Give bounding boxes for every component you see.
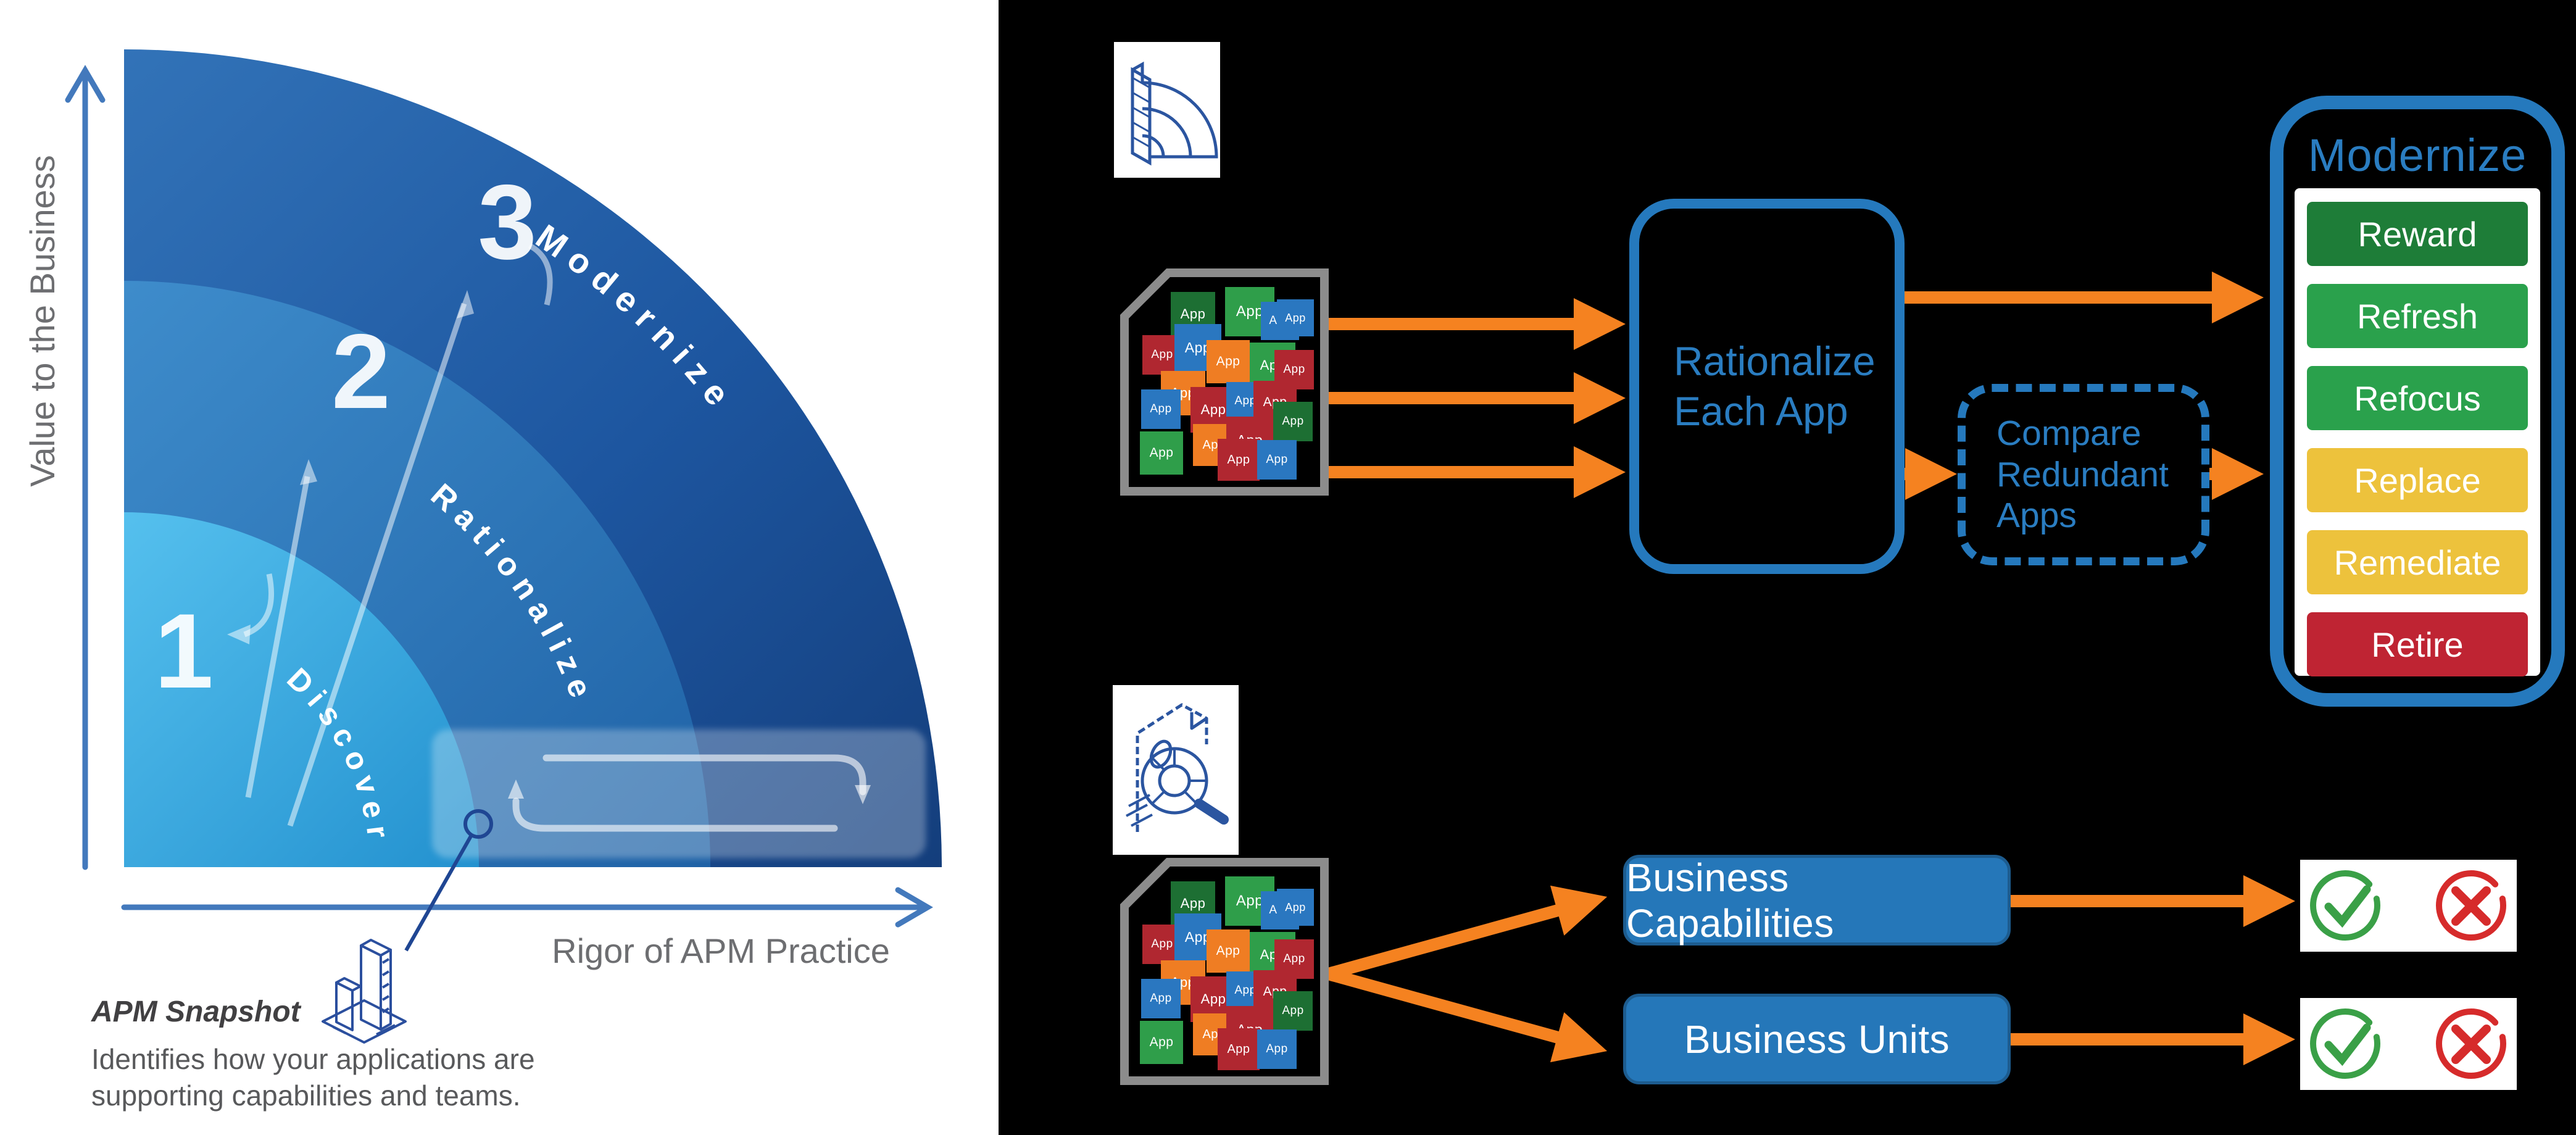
modernize-action-retire: Retire (2307, 612, 2528, 676)
rationalize-line1: Rationalize (1674, 338, 1876, 385)
level-number-2: 2 (331, 312, 391, 431)
apm-snapshot-description-line2: supporting capabilities and teams. (91, 1079, 521, 1112)
app-tile: App (1273, 402, 1313, 441)
compare-redundant-apps-box: Compare Redundant Apps (1958, 384, 2209, 565)
apm-snapshot-report-icon (1113, 685, 1239, 855)
capabilities-assessment-result (2300, 860, 2517, 952)
business-units-box: Business Units (1623, 994, 2011, 1084)
y-axis-label: Value to the Business (23, 155, 62, 487)
app-tile: App (1277, 299, 1314, 336)
building-icon (322, 939, 407, 1044)
modernize-panel-title: Modernize (2308, 130, 2527, 181)
level-number-3: 3 (478, 163, 537, 281)
level-number-1: 1 (154, 592, 214, 710)
app-tile: App (1141, 389, 1181, 429)
modernize-action-replace: Replace (2307, 448, 2528, 512)
portfolio-frame (1120, 268, 1329, 496)
portfolio-frame (1120, 858, 1329, 1085)
compare-line2: Redundant (1996, 454, 2169, 494)
apm-maturity-rings-icon (1114, 42, 1220, 178)
app-tile: App (1218, 1028, 1260, 1070)
modernize-action-label: Remediate (2333, 543, 2501, 582)
modernize-action-label: Retire (2371, 625, 2464, 664)
apm-snapshot-description-line1: Identifies how your applications are (91, 1043, 535, 1075)
x-axis (121, 887, 933, 928)
modernize-action-label: Reward (2358, 214, 2477, 254)
maturity-rings (124, 49, 942, 867)
check-circle-icon (2310, 1008, 2380, 1079)
x-axis-label: Rigor of APM Practice (552, 931, 890, 970)
app-tile: App (1207, 340, 1250, 383)
ring-discover (124, 512, 479, 867)
modernize-action-label: Refocus (2354, 378, 2481, 418)
compare-line3: Apps (1996, 496, 2077, 536)
apm-snapshot-title: APM Snapshot (91, 996, 301, 1028)
maturity-quadrant-chart: 1 2 3 Modernize Rationalize Discover Val… (23, 49, 942, 1044)
app-tile: App (1140, 431, 1183, 475)
loop-arrowhead-up (508, 780, 524, 799)
modernize-action-refocus: Refocus (2307, 366, 2528, 430)
app-tile: App (1207, 929, 1250, 973)
snapshot-callout (404, 809, 493, 952)
business-units-label: Business Units (1684, 1017, 1950, 1062)
compare-line1: Compare (1996, 413, 2142, 453)
modernize-action-reward: Reward (2307, 202, 2528, 266)
app-tile: App (1141, 979, 1181, 1018)
app-tile: App (1277, 889, 1314, 926)
business-capabilities-label: Business Capabilities (1626, 855, 1834, 946)
modernize-action-remediate: Remediate (2307, 530, 2528, 594)
rationalize-each-app-box: Rationalize Each App (1629, 199, 1905, 574)
modernize-action-label: Refresh (2356, 296, 2478, 336)
app-tile: App (1140, 1021, 1183, 1064)
y-axis (65, 65, 106, 870)
loop-arrowhead-down (855, 785, 871, 804)
modernize-action-label: Replace (2354, 460, 2481, 500)
modernize-action-refresh: Refresh (2307, 284, 2528, 348)
rationalize-line2: Each App (1674, 388, 1848, 434)
level-progression-arrows (227, 243, 553, 827)
app-tile: App (1257, 1029, 1297, 1069)
business-capabilities-box: Business Capabilities (1623, 855, 2011, 946)
cross-circle-icon (2436, 870, 2506, 941)
apm-snapshot-note: APM Snapshot Identifies how your applica… (91, 995, 597, 1114)
app-tile: App (1273, 991, 1313, 1031)
units-assessment-result (2300, 998, 2517, 1090)
apm-cycle-loop (432, 730, 926, 858)
check-circle-icon (2310, 870, 2380, 941)
app-tile: App (1257, 440, 1297, 480)
app-tile: App (1218, 439, 1260, 481)
cross-circle-icon (2436, 1008, 2506, 1079)
